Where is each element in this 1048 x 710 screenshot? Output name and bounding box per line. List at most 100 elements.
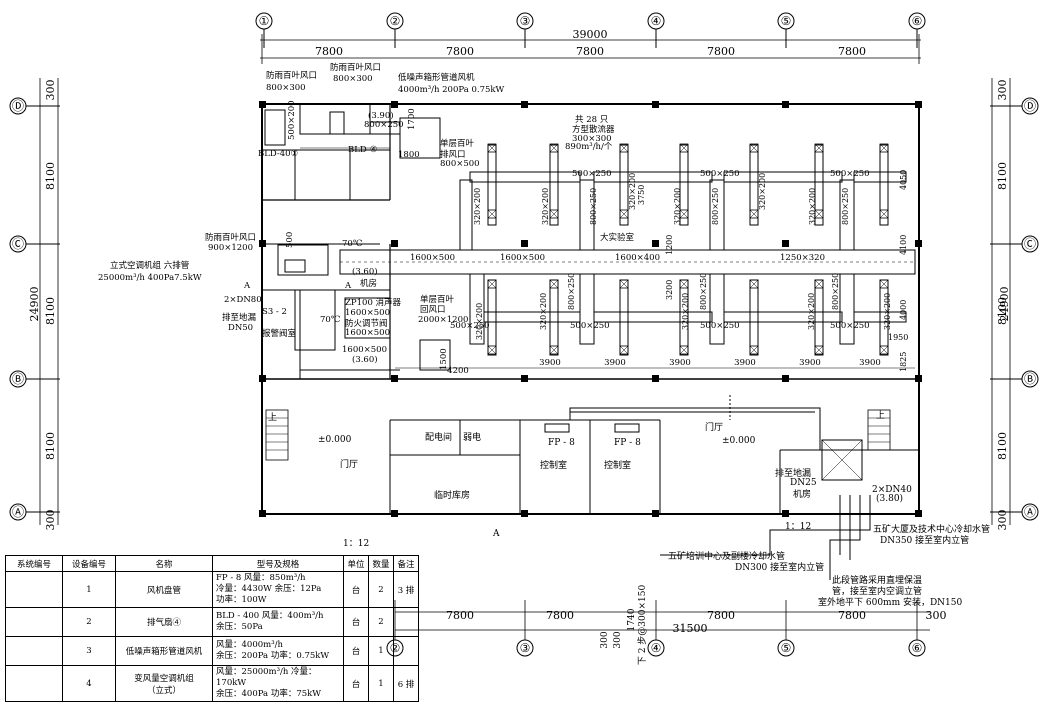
- cooling1-dn: DN350 接至室内立管: [880, 534, 969, 546]
- header-note: 备注: [393, 555, 419, 572]
- cell-name: 变风量空调机组（立式）: [115, 665, 213, 702]
- drop-320x200: 320×200: [808, 188, 817, 225]
- d1700-label: 1700: [407, 108, 417, 130]
- d4050: 4050: [899, 170, 908, 190]
- bay-3900: 3900: [669, 358, 691, 368]
- temp-storage: 临时库房: [434, 489, 470, 501]
- cell-qty: 1: [368, 665, 394, 702]
- bottom-bay: 7800: [446, 609, 474, 622]
- spec-line: 风量：4000m³/h: [216, 640, 283, 650]
- bottom-total: 31500: [673, 622, 708, 635]
- elev1: ±0.000: [318, 435, 352, 445]
- axis-B-right: Ⓑ: [1024, 372, 1036, 386]
- lab-label: 大实验室: [600, 232, 635, 243]
- dim-side-bay: 8100: [996, 432, 1009, 460]
- t70-label: 70℃: [342, 239, 362, 249]
- axis-B-left: Ⓑ: [12, 372, 24, 386]
- up1: 上: [268, 412, 277, 423]
- dim-edge: 300: [44, 510, 57, 531]
- fire-damper-size: 1600×500: [345, 328, 390, 338]
- dim-top-bay: 7800: [576, 45, 604, 58]
- dim-side-bay: 8100: [44, 162, 57, 190]
- machine-room-label: 机房: [360, 278, 377, 289]
- duct-1600-d: 1600×400: [615, 253, 660, 263]
- branch-500x250: 500×250: [700, 169, 740, 179]
- axis-4-top: ④: [651, 14, 662, 28]
- dn40: 2×DN40: [872, 485, 912, 495]
- duct-1250: 1250×320: [780, 253, 825, 263]
- cooling1: 五矿大厦及技术中心冷却水管: [873, 523, 990, 535]
- drop-320x200: 320×200: [807, 293, 816, 330]
- table-header-row: 系统编号 设备编号 名称 型号及规格 单位 数量 备注: [5, 555, 419, 572]
- axis-2-top: ②: [390, 14, 401, 28]
- drop-320x200: 320×200: [473, 188, 482, 225]
- d4100: 4100: [899, 235, 908, 255]
- cell-qty: 1: [368, 636, 394, 666]
- equipment-table: 系统编号 设备编号 名称 型号及规格 单位 数量 备注 1 风机盘管 FP - …: [5, 555, 419, 702]
- axis-6-top: ⑥: [912, 14, 923, 28]
- d4000: 4000: [899, 300, 908, 320]
- ahu-unit: [277, 244, 451, 371]
- cell-no: 1: [62, 571, 116, 608]
- louver3-label: 防雨百叶风口: [205, 232, 256, 243]
- d1500-label: 1500: [439, 348, 449, 370]
- bottom-300: 300: [926, 609, 947, 622]
- machine-room2: 机房: [793, 488, 811, 500]
- lobby1: 门厅: [340, 458, 358, 470]
- muffler-label: ZP100 消声器: [345, 297, 402, 308]
- bld1-label: BLD-40①: [258, 149, 299, 159]
- header-name: 名称: [115, 555, 213, 572]
- drop-800x250: 800×250: [589, 188, 598, 225]
- drop-320x200: 320×200: [475, 303, 484, 340]
- d1200: 1200: [665, 235, 674, 255]
- bottom-bay: 7800: [546, 609, 574, 622]
- drop-320x200: 320×200: [539, 293, 548, 330]
- muffler-size: 1600×500: [345, 308, 390, 318]
- control2: 控制室: [604, 459, 631, 471]
- cell-name: 排气扇④: [115, 607, 213, 637]
- branch-500x250: 500×250: [830, 321, 870, 331]
- bottom-1740: 1740: [627, 608, 637, 631]
- branch-500x250: 500×250: [450, 321, 490, 331]
- axis-4-bottom: ④: [651, 641, 662, 655]
- dim-side-bay: 8100: [996, 297, 1009, 325]
- lobby2: 门厅: [705, 421, 723, 433]
- spec-line: 功率：100W: [216, 595, 267, 605]
- bay-3900: 3900: [859, 358, 881, 368]
- single-louver: 单层百叶: [440, 138, 475, 149]
- branch-500x250: 500×250: [572, 169, 612, 179]
- duct-1600-b: 1600×500: [500, 253, 545, 263]
- header-no: 设备编号: [62, 555, 116, 572]
- drop-320x200: 320×200: [673, 188, 682, 225]
- fp2: FP - 8: [614, 438, 641, 448]
- dim-side-bay: 8100: [44, 297, 57, 325]
- alarm-valve-label: 报警阀室: [262, 328, 297, 339]
- d4200: 4200: [447, 366, 469, 376]
- drop-800x250: 800×250: [711, 188, 720, 225]
- slope2: 1：12: [785, 522, 811, 532]
- cell-note: 6 排: [393, 665, 419, 702]
- cell-sys: [5, 571, 63, 608]
- bay-3900: 3900: [799, 358, 821, 368]
- dn50-label: DN50: [228, 323, 253, 333]
- return-louver: 单层百叶: [420, 294, 455, 305]
- cell-name: 低噪声箱形管道风机: [115, 636, 213, 666]
- main-supply-duct: [339, 144, 916, 356]
- ahu-label: 立式空调机组 六排管: [110, 260, 189, 271]
- dim-top-bay: 7800: [315, 45, 343, 58]
- d500a-label: 500: [285, 232, 295, 248]
- bottom-bay: 7800: [707, 609, 735, 622]
- fire-damper-label: 防火调节阀: [345, 318, 388, 329]
- up2: 上: [876, 410, 885, 421]
- spec-line: 余压：400Pa 功率：75kW: [216, 689, 322, 699]
- drain2: 排至地漏: [775, 467, 811, 479]
- drop-800x250: 800×250: [567, 273, 576, 310]
- header-spec: 型号及规格: [212, 555, 344, 572]
- step-note: 下 2 步@300×150: [637, 585, 648, 666]
- axis-A-left: Ⓐ: [12, 505, 24, 519]
- bay-3900: 3900: [539, 358, 561, 368]
